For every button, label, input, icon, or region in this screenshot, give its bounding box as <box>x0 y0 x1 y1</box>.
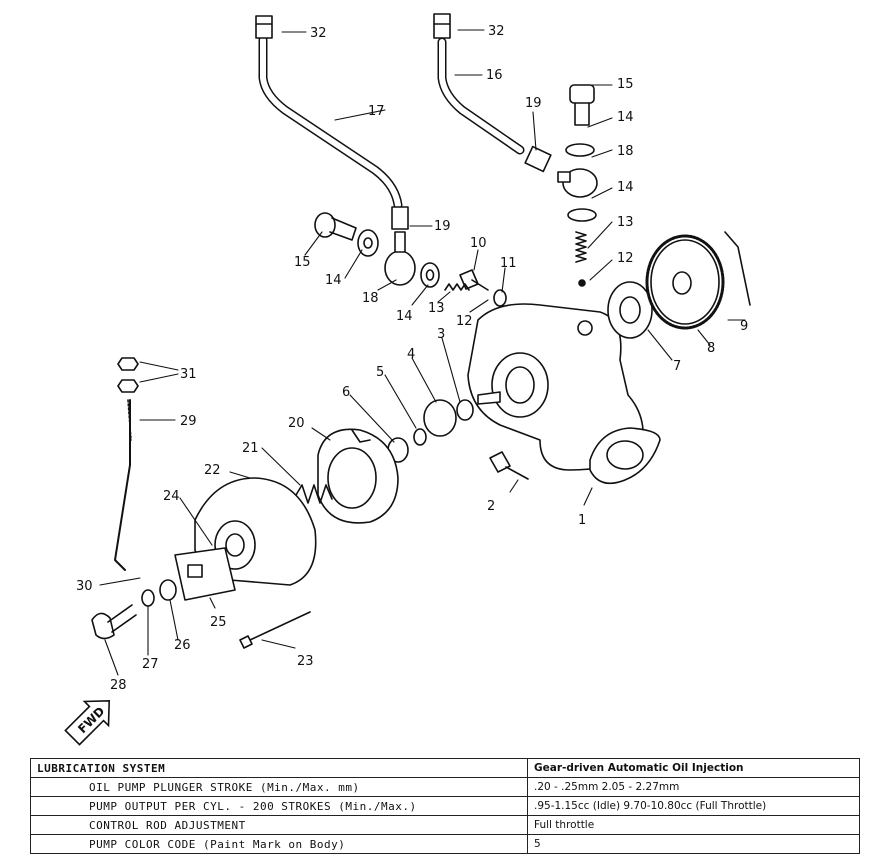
spring-21 <box>295 484 333 504</box>
drive-gear-8 <box>645 234 725 330</box>
spring-13-left <box>444 283 470 291</box>
callout-8: 8 <box>707 341 715 356</box>
callout-7: 7 <box>673 359 681 374</box>
washer-26 <box>159 579 177 601</box>
washer-14-d <box>567 208 597 222</box>
nut-31-a <box>117 357 139 371</box>
banjo-fitting-18-left <box>384 231 416 286</box>
banjo-bolt-15-left <box>314 212 357 241</box>
row-value: .95-1.15cc (Idle) 9.70-10.80cc (Full Thr… <box>527 796 860 816</box>
callout-6: 6 <box>342 385 350 400</box>
callout-14-d: 14 <box>396 309 413 324</box>
spring-13-right <box>575 231 587 263</box>
callout-2: 2 <box>487 499 495 514</box>
callout-18-a: 18 <box>617 144 634 159</box>
pin-9 <box>724 231 751 306</box>
callout-32-a: 32 <box>310 26 327 41</box>
nut-31-b <box>117 379 139 393</box>
callout-1: 1 <box>578 513 586 528</box>
table-row: OIL PUMP PLUNGER STROKE (Min./Max. mm) .… <box>30 777 860 797</box>
callout-11: 11 <box>500 256 517 271</box>
cam-20 <box>317 428 399 524</box>
row-value: 5 <box>527 834 860 854</box>
exploded-diagram: 1 2 3 4 5 6 7 8 9 10 11 12 12 13 13 14 1… <box>64 13 751 746</box>
table-title-value: Gear-driven Automatic Oil Injection <box>527 758 860 778</box>
lubrication-spec-table: LUBRICATION SYSTEM Gear-driven Automatic… <box>30 758 860 854</box>
row-label: PUMP COLOR CODE (Paint Mark on Body) <box>30 834 528 854</box>
callout-27: 27 <box>142 657 159 672</box>
callout-20: 20 <box>288 416 305 431</box>
callout-16: 16 <box>486 68 503 83</box>
washer-14-b <box>420 262 440 288</box>
banjo-bolt-15-right <box>569 84 595 126</box>
callout-4: 4 <box>407 347 415 362</box>
row-label: PUMP OUTPUT PER CYL. - 200 STROKES (Min.… <box>30 796 528 816</box>
table-row: PUMP COLOR CODE (Paint Mark on Body) 5 <box>30 834 860 854</box>
callout-13-b: 13 <box>428 301 445 316</box>
check-ball-12 <box>578 279 586 287</box>
plate-4 <box>423 399 457 437</box>
callout-3: 3 <box>437 327 445 342</box>
bleed-bolt-10 <box>459 269 489 291</box>
callout-12-a: 12 <box>617 251 634 266</box>
callout-10: 10 <box>470 236 487 251</box>
plate-25 <box>174 547 236 601</box>
washer-27 <box>141 589 155 607</box>
callout-15-b: 15 <box>294 255 311 270</box>
callout-30: 30 <box>76 579 93 594</box>
callout-26: 26 <box>174 638 191 653</box>
callout-22: 22 <box>204 463 221 478</box>
bearing-7 <box>607 281 653 339</box>
callout-14-b: 14 <box>617 180 634 195</box>
row-label: CONTROL ROD ADJUSTMENT <box>30 815 528 835</box>
bolt-2 <box>489 451 529 480</box>
table-header-row: LUBRICATION SYSTEM Gear-driven Automatic… <box>30 758 860 778</box>
row-value: .20 - .25mm 2.05 - 2.27mm <box>527 777 860 797</box>
callout-25: 25 <box>210 615 227 630</box>
callout-13-a: 13 <box>617 215 634 230</box>
washer-14-c <box>565 143 595 157</box>
callout-14-a: 14 <box>617 110 634 125</box>
oil-line-16 <box>433 13 525 155</box>
control-rod-29 <box>114 399 131 571</box>
washer-11 <box>493 289 507 307</box>
callout-31: 31 <box>180 367 197 382</box>
washer-14-a <box>357 229 379 257</box>
banjo-fitting-18-right <box>557 168 598 198</box>
gasket-1 <box>589 427 661 485</box>
callout-5: 5 <box>376 365 384 380</box>
table-title: LUBRICATION SYSTEM <box>30 758 528 778</box>
o-ring-3 <box>456 399 474 421</box>
fwd-arrow-icon: FWD <box>64 699 111 746</box>
callout-19-b: 19 <box>434 219 451 234</box>
callout-28: 28 <box>110 678 127 693</box>
callout-15-a: 15 <box>617 77 634 92</box>
hose-clip-19 <box>391 206 409 230</box>
callout-23: 23 <box>297 654 314 669</box>
bolt-28 <box>91 604 137 640</box>
callout-17: 17 <box>368 104 385 119</box>
hose-clip-19-b <box>524 145 552 173</box>
callout-29: 29 <box>180 414 197 429</box>
table-row: PUMP OUTPUT PER CYL. - 200 STROKES (Min.… <box>30 796 860 816</box>
oil-line-17 <box>255 15 403 210</box>
callout-32-b: 32 <box>488 24 505 39</box>
callout-9: 9 <box>740 319 748 334</box>
row-label: OIL PUMP PLUNGER STROKE (Min./Max. mm) <box>30 777 528 797</box>
callout-12-b: 12 <box>456 314 473 329</box>
callout-24: 24 <box>163 489 180 504</box>
callout-18-b: 18 <box>362 291 379 306</box>
table-row: CONTROL ROD ADJUSTMENT Full throttle <box>30 815 860 835</box>
washer-5 <box>413 428 427 446</box>
callout-19-a: 19 <box>525 96 542 111</box>
bolt-23 <box>239 611 311 649</box>
callout-14-c: 14 <box>325 273 342 288</box>
row-value: Full throttle <box>527 815 860 835</box>
callout-21: 21 <box>242 441 259 456</box>
